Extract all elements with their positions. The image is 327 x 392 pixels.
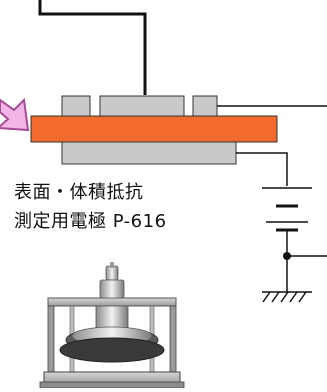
battery-icon: [262, 187, 312, 232]
guard-electrode-right: [192, 95, 218, 117]
bottom-wire: [236, 152, 288, 186]
caption-line-2: 測定用電極 P-616: [14, 211, 167, 232]
top-wire: [38, 0, 147, 95]
electrode-product-photo: [39, 262, 185, 388]
main-electrode: [99, 95, 185, 117]
ground-icon: [262, 291, 312, 303]
arrow-right-icon: [0, 97, 30, 132]
caption-line-1: 表面・体積抵抗: [14, 182, 144, 203]
bottom-electrode: [61, 141, 237, 165]
guard-electrode-left: [61, 95, 91, 117]
sample-plate: [30, 115, 278, 143]
